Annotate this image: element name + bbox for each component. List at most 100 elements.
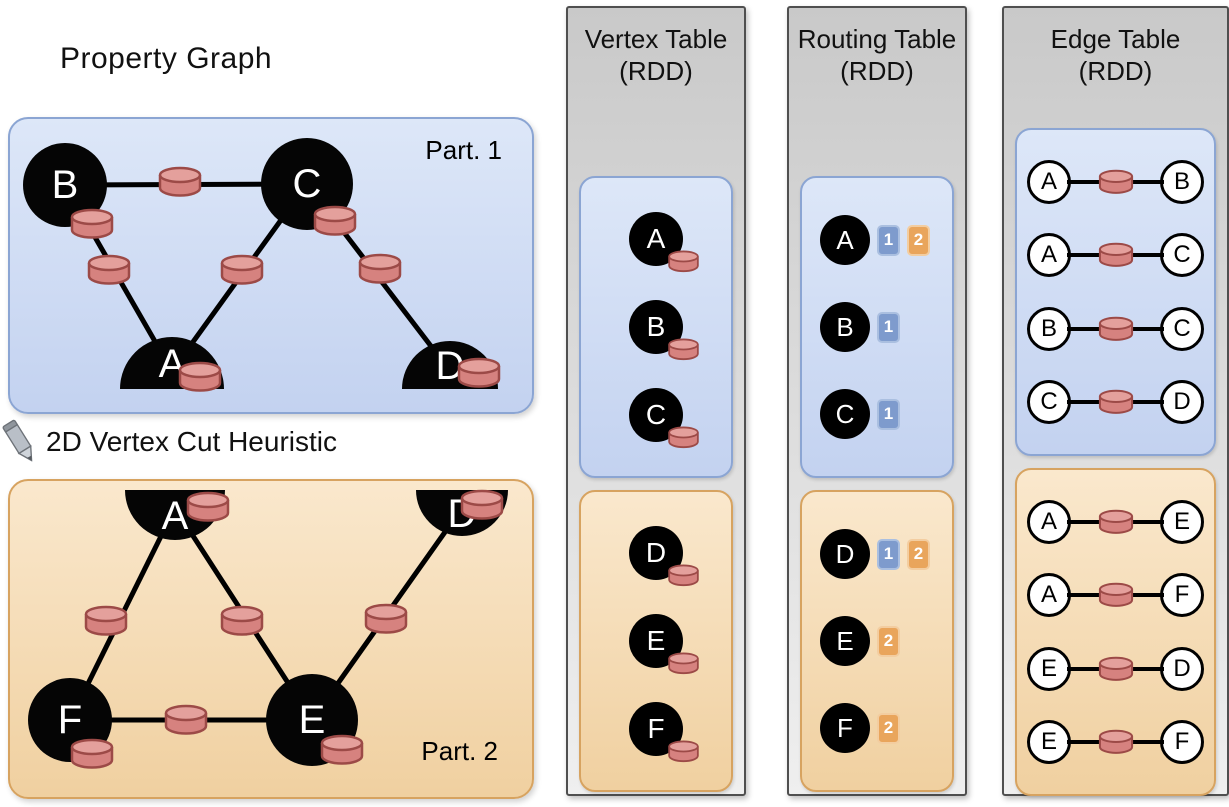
edge-table-rdd-subtitle: (RDD) [1078, 55, 1153, 86]
edge-property-cylinder-icon [358, 253, 402, 284]
vertex-table-node-B: B [629, 300, 699, 361]
edge-link [1067, 233, 1164, 277]
property-graph-title: Property Graph [60, 42, 273, 75]
vertex-property-cylinder-icon [457, 357, 501, 388]
vertex-table-partition-2: D E F [579, 490, 733, 792]
edge-property-cylinder-icon [87, 254, 131, 285]
edge-property-cylinder-icon [220, 605, 264, 636]
edge-property-cylinder-icon [1098, 169, 1133, 194]
edge-dst-node: D [1160, 380, 1204, 425]
vertex-label: B [836, 311, 854, 342]
vertex-label: E [836, 625, 854, 656]
edge-src-node: E [1027, 646, 1071, 691]
pencil-icon [2, 419, 33, 462]
partition-1-badge: 1 [877, 398, 900, 430]
vertex-property-cylinder-icon [668, 338, 699, 361]
edge-link [1067, 573, 1164, 617]
edge-property-cylinder-icon [220, 254, 264, 285]
edge-link [1067, 720, 1164, 764]
edge-property-cylinder-icon [1098, 242, 1133, 268]
vertex-label: B [646, 311, 666, 342]
routing-table-title: Routing Table (RDD) [789, 24, 965, 87]
partition-2-box: ADFE Part. 2 [8, 479, 534, 799]
vertex-property-cylinder-icon [460, 489, 504, 520]
routing-node-A: A [820, 215, 870, 265]
vertex-property-cylinder-icon [320, 734, 364, 765]
routing-table-title-line: Routing Table [797, 24, 957, 54]
partition-1-badge: 1 [877, 538, 900, 570]
edge-link [1067, 647, 1164, 691]
edge-src-node: B [1027, 306, 1071, 351]
edge-table-title: Edge Table (RDD) [1004, 24, 1227, 87]
vertex-table-node-F: F [629, 702, 699, 763]
edge-link [1067, 307, 1164, 351]
partition-1-badge: 1 [877, 224, 900, 256]
vertex-table-node-D: D [629, 526, 699, 587]
edge-dst-node: C [1160, 233, 1204, 278]
partition-1-badge: 1 [877, 311, 900, 343]
routing-node-E: E [820, 616, 870, 666]
edge-src-node: A [1027, 233, 1071, 278]
edge-property-cylinder-icon [1098, 582, 1133, 608]
routing-node-C: C [820, 389, 870, 439]
vertex-label: A [836, 224, 854, 255]
vertex-label: C [835, 398, 855, 429]
partition-1-label: Part. 1 [425, 135, 502, 165]
partition-2-label: Part. 2 [421, 736, 498, 766]
partition-2-graph: ADFE [28, 489, 508, 769]
edge-src-node: C [1027, 380, 1071, 425]
vertex-A-label: A [162, 494, 189, 538]
vertex-property-cylinder-icon [70, 208, 114, 239]
vertex-property-cylinder-icon [668, 652, 699, 675]
partition-2-badge: 2 [877, 625, 900, 657]
edge-property-cylinder-icon [1098, 390, 1133, 415]
routing-node-F: F [820, 703, 870, 753]
vertex-property-cylinder-icon [668, 250, 699, 273]
vertex-E-label: E [299, 698, 326, 742]
edge-dst-node: F [1160, 573, 1204, 618]
vertex-label: F [837, 712, 853, 743]
vertex-property-cylinder-icon [70, 738, 114, 769]
edge-property-cylinder-icon [364, 603, 408, 634]
edge-src-node: E [1027, 720, 1071, 765]
vertex-table-node-A: A [629, 212, 699, 273]
edge-property-cylinder-icon [1098, 730, 1133, 755]
edge-dst-node: D [1160, 646, 1204, 691]
vertex-property-cylinder-icon [178, 361, 222, 392]
partition-2-badge: 2 [907, 538, 930, 570]
edge-link [1067, 160, 1164, 204]
routing-table-rdd-subtitle: (RDD) [840, 55, 914, 86]
vertex-table-title: Vertex Table (RDD) [568, 24, 744, 87]
edge-link [1067, 500, 1164, 544]
vertex-property-cylinder-icon [186, 491, 230, 522]
edge-property-cylinder-icon [164, 704, 208, 735]
edge-dst-node: B [1160, 159, 1204, 204]
vertex-label: E [646, 625, 666, 656]
vertex-cut-row: 2D Vertex Cut Heuristic [2, 416, 337, 468]
vertex-property-cylinder-icon [668, 740, 699, 763]
edge-dst-node: F [1160, 720, 1204, 765]
vertex-B [23, 143, 107, 227]
edge-table-title-line: Edge Table [1050, 24, 1181, 54]
vertex-label: A [646, 223, 666, 254]
vertex-C-label: C [293, 162, 322, 206]
partition-2-badge: 2 [907, 224, 930, 256]
vertex-label: D [645, 537, 667, 568]
